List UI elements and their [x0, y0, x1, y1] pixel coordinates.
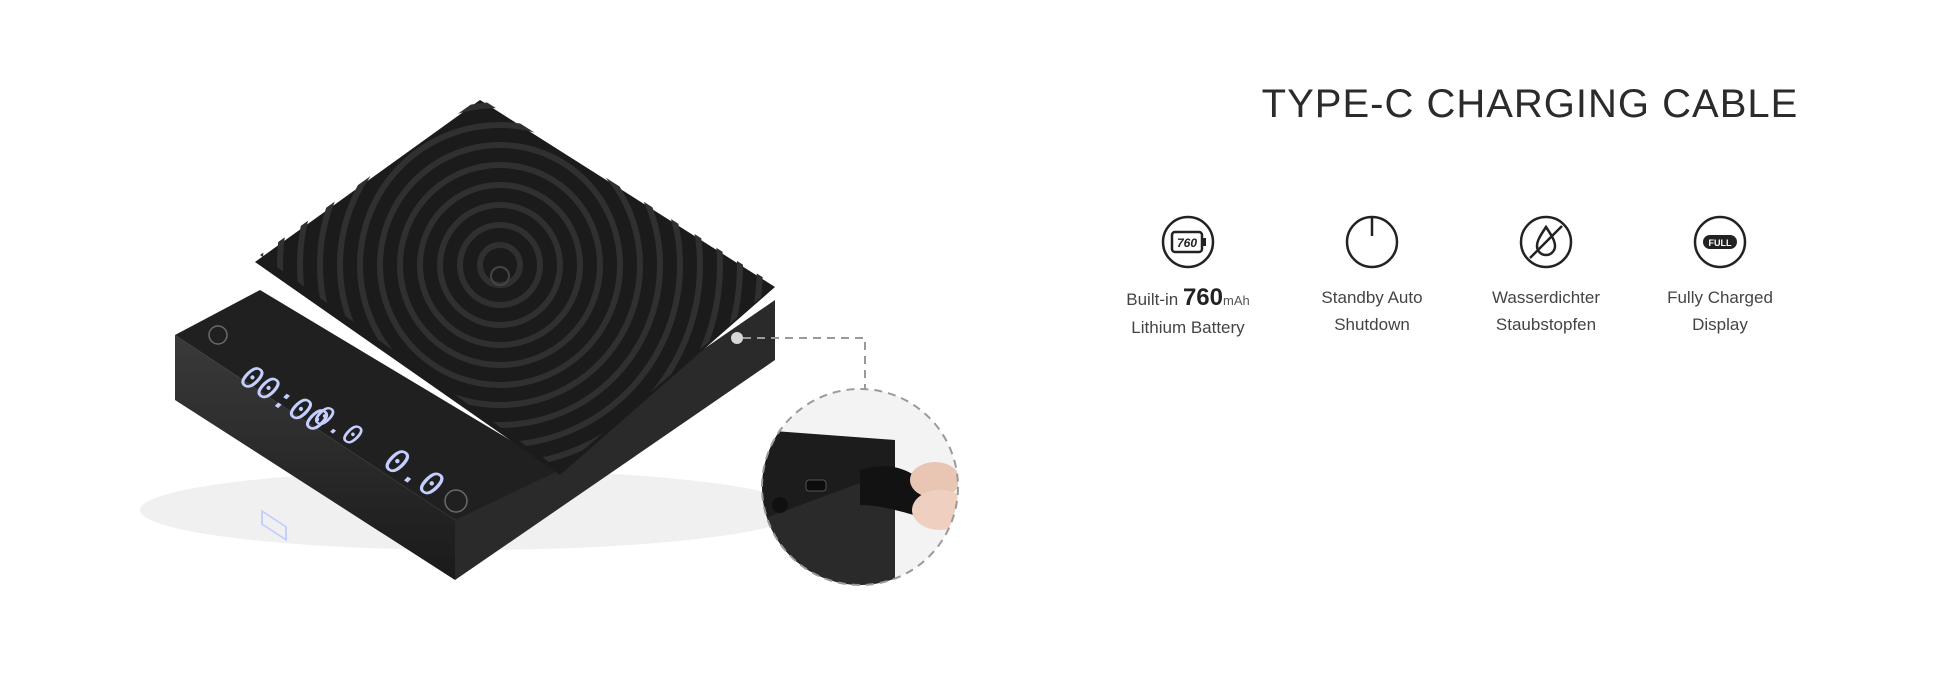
no-water-icon	[1456, 214, 1636, 270]
feature-auto-shutdown-label: Standby Auto Shutdown	[1282, 284, 1462, 338]
dust-plug-line2: Staubstopfen	[1495, 315, 1597, 334]
feature-dust-plug: Wasserdichter Staubstopfen	[1456, 214, 1636, 338]
product-image: 00:00 0.0 0.0	[140, 98, 959, 586]
full-battery-icon: FULL	[1630, 214, 1810, 270]
coffee-scale-illustration: 00:00 0.0 0.0	[140, 98, 959, 586]
power-button-icon	[444, 489, 468, 513]
page-heading: TYPE-C CHARGING CABLE	[1261, 82, 1799, 126]
feature-auto-shutdown: Standby Auto Shutdown	[1282, 214, 1462, 338]
battery-icon-text: 760	[1177, 236, 1197, 250]
scale-right-side	[455, 300, 775, 580]
feature-battery-label: Built-in 760mAh Lithium Battery	[1098, 284, 1278, 341]
full-display-line1: Fully Charged	[1667, 288, 1773, 307]
feature-full-display-label: Fully Charged Display	[1630, 284, 1810, 338]
battery-capacity: 760	[1182, 284, 1223, 311]
logo-icon	[490, 266, 510, 286]
feature-list: 760 Built-in 760mAh Lithium Battery Stan…	[1098, 214, 1818, 354]
timer-button-icon	[208, 325, 228, 345]
silicone-mat	[255, 100, 775, 475]
usb-port-marker	[731, 332, 743, 344]
dust-plug-line1: Wasserdichter	[1491, 288, 1600, 307]
display-panel	[175, 290, 560, 520]
battery-line2: Lithium Battery	[1131, 318, 1245, 337]
auto-shutdown-line1: Standby Auto	[1321, 288, 1423, 307]
power-icon	[1282, 214, 1462, 270]
feature-dust-plug-label: Wasserdichter Staubstopfen	[1456, 284, 1636, 338]
callout-line	[743, 337, 866, 390]
battery-unit: mAh	[1223, 293, 1250, 308]
feature-full-display: FULL Fully Charged Display	[1630, 214, 1810, 338]
feature-battery: 760 Built-in 760mAh Lithium Battery	[1098, 214, 1278, 341]
battery-icon: 760	[1098, 214, 1278, 270]
zoom-circle-border	[761, 388, 959, 586]
auto-shutdown-line2: Shutdown	[1334, 315, 1410, 334]
battery-indicator-icon	[261, 509, 287, 542]
usb-zoom-detail	[762, 389, 958, 585]
battery-prefix: Built-in	[1126, 290, 1183, 309]
scale-front-side	[175, 335, 455, 580]
full-icon-text: FULL	[1709, 238, 1732, 248]
full-display-line2: Display	[1692, 315, 1748, 334]
